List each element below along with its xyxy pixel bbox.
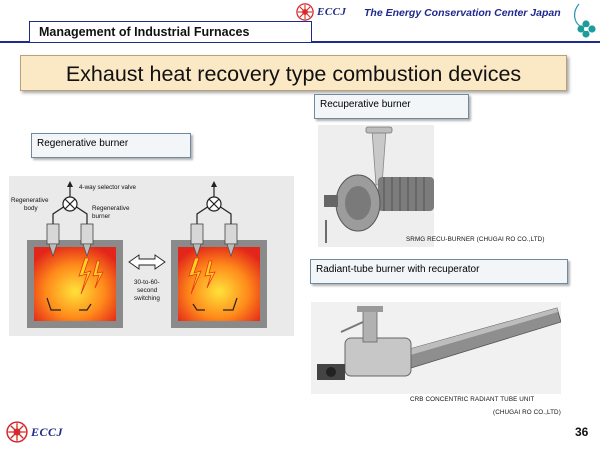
clover-icon (574, 3, 596, 38)
recuperative-burner-label: Recuperative burner (314, 94, 469, 119)
regenerative-burner-label-2: burner (92, 213, 110, 220)
switching-label-1: 30-to-60- (134, 279, 160, 286)
regenerative-body-label-2: body (24, 205, 39, 212)
section-title: Management of Industrial Furnaces (39, 25, 250, 39)
organization-name: The Energy Conservation Center Japan (364, 7, 561, 19)
regenerative-burner-label: Regenerative burner (31, 133, 191, 158)
recuperative-burner-caption: SRMG RECU-BURNER (CHUGAI RO CO.,LTD) (406, 236, 545, 243)
switching-arrow-icon (128, 254, 166, 270)
selector-valve-label: 4-way selector valve (79, 184, 137, 191)
switching-label-2: second (137, 287, 158, 294)
eccj-emblem-icon (296, 3, 314, 21)
radiant-tube-caption-line2: (CHUGAI RO CO.,LTD) (493, 409, 561, 416)
radiant-tube-caption-line1: CRB CONCENTRIC RADIANT TUBE UNIT (410, 396, 535, 403)
section-title-box: Management of Industrial Furnaces (29, 21, 312, 43)
eccj-emblem-icon (6, 421, 28, 443)
regenerative-burner-label-1: Regenerative (92, 205, 130, 212)
slide-title-box: Exhaust heat recovery type combustion de… (20, 55, 567, 91)
eccj-logo-top: ECCJ (296, 3, 347, 21)
recuperative-burner-image (318, 125, 434, 247)
radiant-tube-burner-label: Radiant-tube burner with recuperator (310, 259, 568, 284)
radiant-tube-burner-image (311, 302, 562, 394)
right-furnace (171, 181, 267, 328)
eccj-logo-bottom: ECCJ (6, 421, 63, 443)
slide-title: Exhaust heat recovery type combustion de… (65, 62, 522, 86)
left-furnace (27, 181, 123, 328)
eccj-logo-text: ECCJ (317, 6, 347, 18)
page-number: 36 (575, 425, 589, 439)
regenerative-body-label-1: Regenerative (11, 197, 49, 204)
switching-label-3: switching (134, 295, 160, 302)
regenerative-burner-diagram: 4-way selector valve Regenerative body R… (9, 176, 294, 336)
eccj-logo-text: ECCJ (31, 424, 64, 439)
